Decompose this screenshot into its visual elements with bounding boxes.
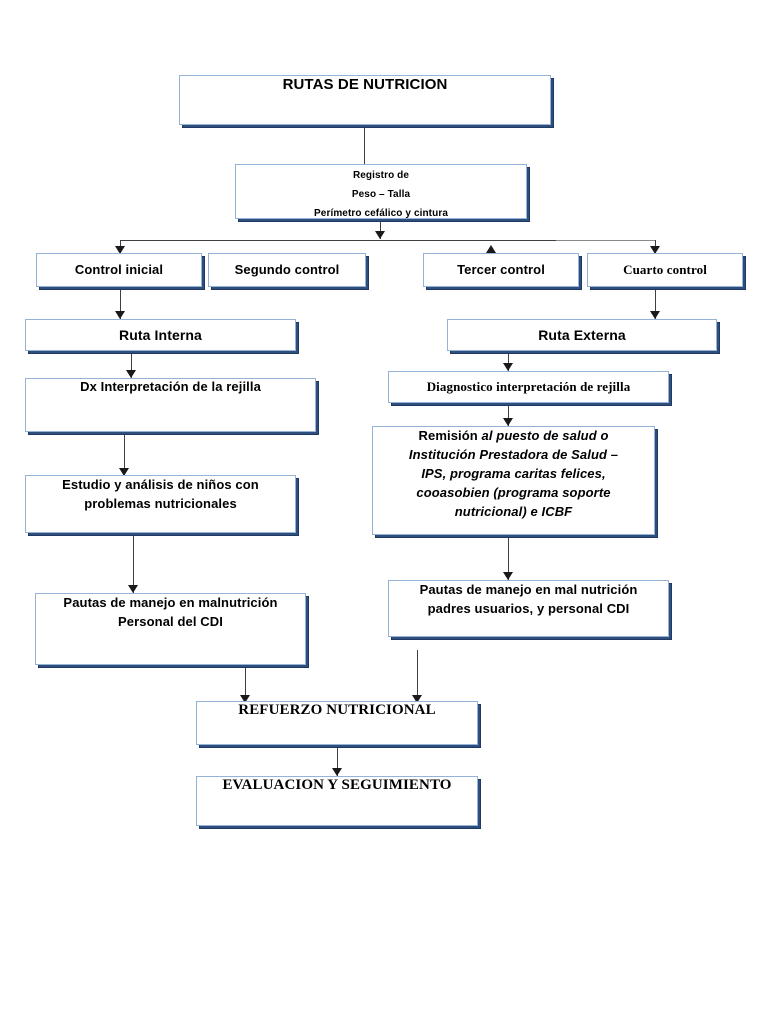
node-pautas-padres-line2: padres usuarios, y personal CDI: [427, 600, 630, 616]
node-pautas-padres-line1: Pautas de manejo en mal nutrición: [419, 582, 638, 597]
connector-ruta-externa-to-diagnostico: [508, 351, 509, 371]
node-remision-emphasis-line3: IPS, programa caritas felices,: [421, 465, 606, 481]
arrow-cuarto-control-to-ruta-externa-icon: [650, 311, 660, 319]
node-remision-text: Remisión al puesto de salud o Institució…: [373, 427, 654, 521]
node-remision-emphasis-line2: Institución Prestadora de Salud –: [408, 446, 619, 462]
arrow-remision-to-pautas-padres-icon: [503, 572, 513, 580]
connector-dx-to-estudio: [124, 432, 125, 475]
connector-distribution-bus-right: [556, 240, 656, 241]
connector-pautas-padres-to-refuerzo: [417, 650, 418, 703]
node-refuerzo-nutricional[interactable]: REFUERZO NUTRICIONAL: [196, 701, 478, 745]
arrow-ruta-externa-to-diagnostico-icon: [503, 363, 513, 371]
node-pautas-padres[interactable]: Pautas de manejo en mal nutrición padres…: [388, 580, 669, 637]
connector-ruta-interna-to-dx: [131, 351, 132, 378]
node-tercer-control[interactable]: Tercer control: [423, 253, 579, 287]
node-title-rutas-de-nutricion[interactable]: RUTAS DE NUTRICION: [179, 75, 551, 125]
node-remision-emphasis-line1: al puesto de salud o: [481, 428, 609, 443]
node-registro[interactable]: Registro de Peso – Talla Perímetro cefál…: [235, 164, 527, 219]
arrow-diagnostico-to-remision-icon: [503, 418, 513, 426]
node-registro-line1: Registro de: [352, 170, 410, 181]
node-evaluacion-seguimiento[interactable]: EVALUACION Y SEGUIMIENTO: [196, 776, 478, 826]
node-segundo-control[interactable]: Segundo control: [208, 253, 366, 287]
connector-refuerzo-to-evaluacion: [337, 745, 338, 776]
node-ruta-interna-label: Ruta Interna: [119, 326, 202, 343]
connector-remision-to-pautas-padres: [508, 535, 509, 580]
arrow-control-inicial-to-ruta-interna-icon: [115, 311, 125, 319]
arrow-bus-to-cuarto-control-icon: [650, 246, 660, 254]
node-estudio-analisis-text: Estudio y análisis de niños con problema…: [26, 476, 295, 514]
arrow-dx-to-estudio-icon: [119, 468, 129, 476]
node-estudio-analisis-line1: Estudio y análisis de niños con: [62, 477, 259, 492]
node-registro-text: Registro de Peso – Talla Perímetro cefál…: [236, 165, 526, 222]
arrow-pautas-cdi-to-refuerzo-icon: [240, 695, 250, 703]
node-ruta-externa-label: Ruta Externa: [538, 326, 626, 343]
node-title-label: RUTAS DE NUTRICION: [282, 76, 448, 93]
connector-control-inicial-to-ruta-interna: [120, 287, 121, 319]
node-control-inicial[interactable]: Control inicial: [36, 253, 202, 287]
node-dx-interpretacion[interactable]: Dx Interpretación de la rejilla: [25, 378, 316, 432]
node-pautas-cdi[interactable]: Pautas de manejo en malnutrición Persona…: [35, 593, 306, 665]
node-diagnostico-rejilla[interactable]: Diagnostico interpretación de rejilla: [388, 371, 669, 403]
connector-cuarto-control-to-ruta-externa: [655, 287, 656, 319]
node-pautas-cdi-line2: Personal del CDI: [118, 613, 223, 629]
connector-title-to-registro: [364, 124, 365, 166]
arrow-bus-to-control-inicial-icon: [115, 246, 125, 254]
arrow-refuerzo-to-evaluacion-icon: [332, 768, 342, 776]
node-segundo-control-label: Segundo control: [234, 262, 340, 278]
node-remision-lead: Remisión: [418, 428, 482, 443]
arrow-registro-to-bus-icon: [375, 231, 385, 239]
node-dx-interpretacion-label: Dx Interpretación de la rejilla: [80, 379, 261, 394]
node-estudio-analisis[interactable]: Estudio y análisis de niños con problema…: [25, 475, 296, 533]
node-diagnostico-rejilla-label: Diagnostico interpretación de rejilla: [426, 379, 631, 395]
node-registro-line2: Peso – Talla: [351, 188, 411, 200]
connector-diagnostico-to-remision: [508, 403, 509, 426]
node-ruta-externa[interactable]: Ruta Externa: [447, 319, 717, 351]
arrow-estudio-to-pautas-cdi-icon: [128, 585, 138, 593]
node-cuarto-control-label: Cuarto control: [623, 262, 707, 278]
node-evaluacion-seguimiento-label: EVALUACION Y SEGUIMIENTO: [222, 777, 452, 793]
connector-distribution-bus-left: [120, 240, 558, 241]
connector-registro-to-bus: [380, 219, 381, 239]
node-registro-line3: Perímetro cefálico y cintura: [314, 207, 448, 219]
node-remision-emphasis-line4: cooasobien (programa soporte: [416, 484, 611, 500]
node-tercer-control-label: Tercer control: [457, 262, 545, 278]
node-ruta-interna[interactable]: Ruta Interna: [25, 319, 296, 351]
node-pautas-cdi-text: Pautas de manejo en malnutrición Persona…: [36, 594, 305, 632]
node-cuarto-control[interactable]: Cuarto control: [587, 253, 743, 287]
node-control-inicial-label: Control inicial: [74, 262, 164, 278]
node-pautas-cdi-line1: Pautas de manejo en malnutrición: [63, 595, 278, 610]
node-pautas-padres-text: Pautas de manejo en mal nutrición padres…: [389, 581, 668, 619]
connector-estudio-to-pautas-cdi: [133, 533, 134, 593]
node-refuerzo-nutricional-label: REFUERZO NUTRICIONAL: [238, 702, 436, 718]
node-estudio-analisis-line2: problemas nutricionales: [84, 495, 237, 511]
connector-pautas-cdi-to-refuerzo: [245, 665, 246, 703]
arrow-ruta-interna-to-dx-icon: [126, 370, 136, 378]
node-remision-emphasis-line5: nutricional) e ICBF: [454, 503, 573, 519]
arrow-up-above-tercer-control-icon: [486, 245, 496, 253]
arrow-pautas-padres-to-refuerzo-icon: [412, 695, 422, 703]
node-remision[interactable]: Remisión al puesto de salud o Institució…: [372, 426, 655, 535]
